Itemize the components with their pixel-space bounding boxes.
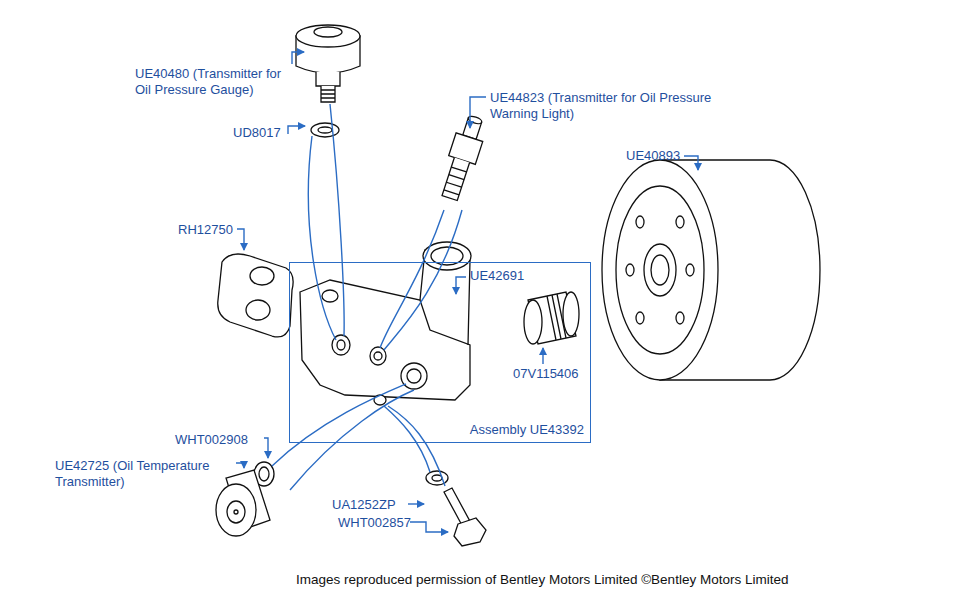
assembly-box: Assembly UE43392 [289,262,591,443]
assembly-label: Assembly UE43392 [470,422,584,438]
part-number: UD8017 [233,125,281,141]
part-number: RH12750 [178,222,233,238]
copyright-caption: Images reproduced permission of Bentley … [296,571,788,588]
part-number: UE40480 (Transmitter for Oil Pressure Ga… [135,66,300,98]
part-number: WHT002857 [338,515,411,531]
part-number: 07V115406 [513,366,579,382]
part-number: UA1252ZP [332,497,396,513]
part-number: WHT002908 [175,432,248,448]
part-number: UE42691 [470,268,524,284]
part-number: UE40893 [626,148,680,164]
part-number: UE42725 (Oil Temperature Transmitter) [55,458,227,490]
part-number: UE44823 (Transmitter for Oil Pressure Wa… [490,90,740,122]
